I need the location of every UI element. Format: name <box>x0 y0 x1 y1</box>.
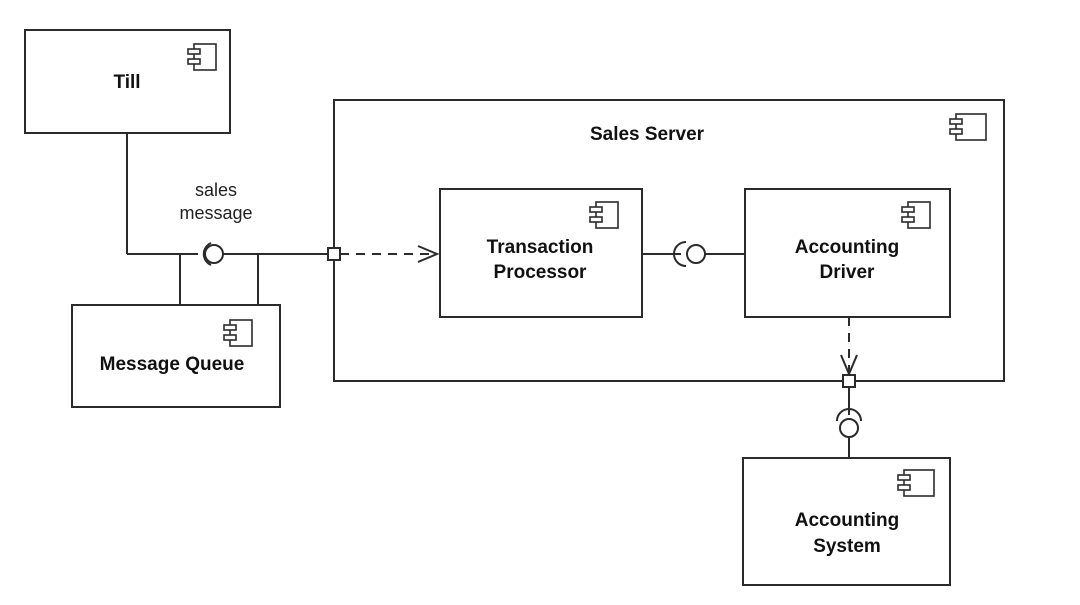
sales-server-label: Sales Server <box>590 124 705 145</box>
sales-message-label-line1: sales <box>195 180 237 200</box>
message-queue-component[interactable]: Message Queue <box>71 304 281 408</box>
socket-icon <box>202 242 212 266</box>
message-queue-label: Message Queue <box>100 354 245 375</box>
till-label: Till <box>113 72 140 93</box>
socket-icon <box>673 241 687 267</box>
ball-icon <box>204 244 224 264</box>
component-icon <box>901 201 931 229</box>
component-icon <box>223 319 253 347</box>
ball-icon <box>839 418 859 438</box>
sales-server-bottom-port <box>842 374 856 388</box>
till-component[interactable]: Till <box>24 29 231 134</box>
transaction-processor-label-line1: Transaction <box>487 237 594 258</box>
ball-icon <box>686 244 706 264</box>
component-icon <box>187 43 217 71</box>
component-icon <box>897 469 935 497</box>
sales-message-label-line2: message <box>179 203 252 223</box>
accounting-driver-component[interactable]: Accounting Driver <box>744 188 951 318</box>
socket-icon <box>836 408 862 422</box>
component-icon <box>949 113 987 141</box>
accounting-system-label-line2: System <box>813 536 881 557</box>
transaction-processor-label-line2: Processor <box>494 262 588 283</box>
accounting-driver-label-line1: Accounting <box>795 237 900 258</box>
sales-message-interface <box>202 242 224 266</box>
accounting-system-component[interactable]: Accounting System <box>742 457 951 586</box>
component-icon <box>589 201 619 229</box>
delegation-arrowhead <box>417 245 440 263</box>
transaction-processor-component[interactable]: Transaction Processor <box>439 188 643 318</box>
accounting-system-label-line1: Accounting <box>795 510 900 531</box>
sales-server-left-port <box>327 247 341 261</box>
accounting-driver-label-line2: Driver <box>820 262 876 283</box>
